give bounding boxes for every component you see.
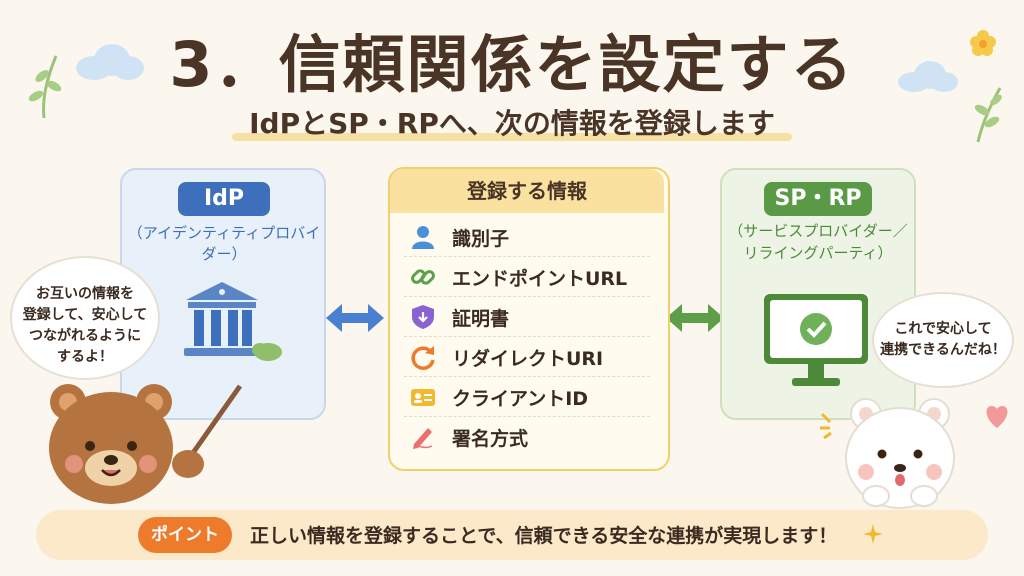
redirect-icon xyxy=(411,346,435,370)
person-icon xyxy=(412,226,434,249)
arrow-left-icon xyxy=(326,304,384,332)
shield-icon xyxy=(412,305,434,329)
sp-label: SP・RP xyxy=(764,182,872,216)
list-item-label: クライアントID xyxy=(452,388,589,410)
bubble-line: つながれるように xyxy=(29,328,141,344)
bubble-line: これで安心して xyxy=(894,321,992,337)
id-card-icon xyxy=(411,389,435,406)
sp-subtitle-line: リライングパーティ） xyxy=(743,244,893,262)
list-item-label: リダイレクトURI xyxy=(452,348,604,370)
sp-subtitle: （サービスプロバイダー／ リライングパーティ） xyxy=(724,220,912,264)
register-heading: 登録する情報 xyxy=(390,169,664,213)
page-title: 3．信頼関係を設定する xyxy=(169,28,855,101)
list-item: クライアントID xyxy=(404,376,650,417)
link-icon xyxy=(411,269,435,285)
list-item: 識別子 xyxy=(404,216,650,257)
list-item-label: 署名方式 xyxy=(452,428,529,450)
speech-bubble-left: お互いの情報を 登録して、安心して つながれるように するよ！ xyxy=(10,256,160,380)
pen-icon xyxy=(413,428,433,449)
list-item: エンドポイントURL xyxy=(404,256,650,297)
leaf-left-icon xyxy=(28,55,62,119)
white-bear-icon xyxy=(845,398,955,509)
speech-bubble-right: これで安心して 連携できるんだね！ xyxy=(872,292,1014,388)
bubble-line: 登録して、安心して xyxy=(22,307,148,323)
bubble-line: お互いの情報を xyxy=(36,286,134,302)
footer-text: 正しい情報を登録することで、信頼できる安全な連携が実現します！ xyxy=(250,525,838,547)
list-item: リダイレクトURI xyxy=(404,336,650,377)
cloud-left-icon xyxy=(76,44,144,80)
list-item: 署名方式 xyxy=(404,416,650,456)
leaf-right-icon xyxy=(974,87,1002,143)
point-badge: ポイント xyxy=(138,517,232,553)
sparkle-lines-icon xyxy=(820,412,832,440)
page-subtitle: IdPとSP・RPへ、次の情報を登録します xyxy=(249,107,775,140)
bank-icon xyxy=(184,282,282,361)
list-item-label: 識別子 xyxy=(452,228,510,250)
bubble-line: 連携できるんだね！ xyxy=(880,342,1006,358)
idp-label: IdP xyxy=(178,182,270,216)
list-item-label: 証明書 xyxy=(452,308,510,330)
idp-subtitle: （アイデンティティプロバイダー） xyxy=(127,224,321,263)
flower-icon xyxy=(970,30,996,56)
brown-bear-icon xyxy=(49,384,243,504)
cloud-right-icon xyxy=(898,61,958,92)
sp-subtitle-line: （サービスプロバイダー／ xyxy=(728,222,908,240)
register-panel xyxy=(388,167,670,471)
monitor-check-icon xyxy=(764,294,868,386)
sparkle-icon xyxy=(863,524,883,544)
heart-icon xyxy=(986,406,1008,428)
list-item: 証明書 xyxy=(404,296,650,337)
subtitle-highlight xyxy=(232,133,792,141)
list-item-label: エンドポイントURL xyxy=(452,268,628,290)
arrow-right-icon xyxy=(666,304,724,332)
bubble-line: するよ！ xyxy=(57,349,113,365)
